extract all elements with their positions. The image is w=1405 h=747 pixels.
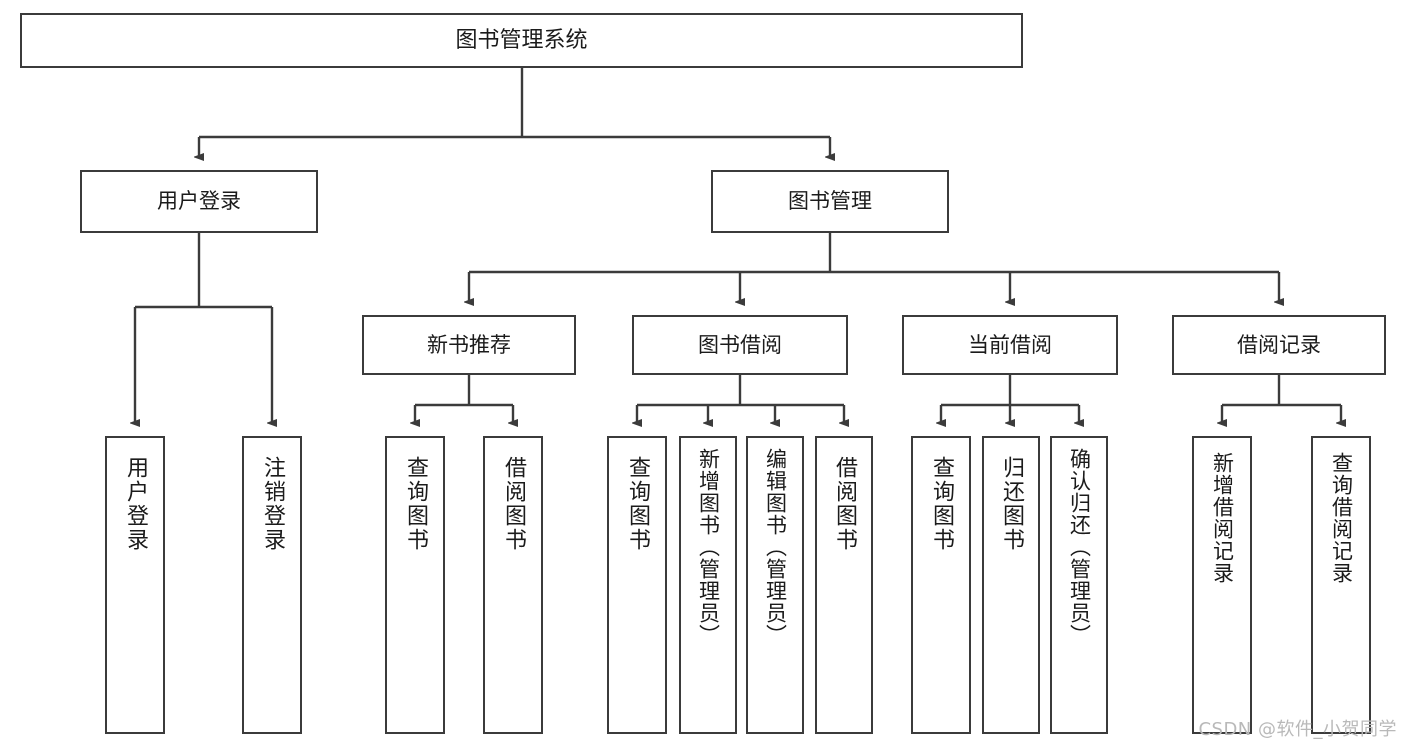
node-label: 查询图书 [625,456,650,552]
node-label: 借阅图书 [501,456,526,552]
node-label: 确认归还（管理员） [1067,448,1092,646]
leaf-book-borrow-4[interactable]: 借阅图书 [815,436,873,734]
leaf-user-login-1[interactable]: 用户登录 [105,436,165,734]
leaf-current-borrow-1[interactable]: 查询图书 [911,436,971,734]
leaf-new-book-1[interactable]: 查询图书 [385,436,445,734]
node-label: 归还图书 [999,456,1024,552]
node-label: 用户登录 [123,456,148,552]
leaf-book-borrow-2[interactable]: 新增图书（管理员） [679,436,737,734]
leaf-current-borrow-3[interactable]: 确认归还（管理员） [1050,436,1108,734]
leaf-new-book-2[interactable]: 借阅图书 [483,436,543,734]
node-user-login[interactable]: 用户登录 [80,170,318,233]
node-system-root[interactable]: 图书管理系统 [20,13,1023,68]
node-label: 注销登录 [260,456,285,552]
node-borrow-record[interactable]: 借阅记录 [1172,315,1386,375]
node-label: 查询图书 [929,456,954,552]
node-label: 用户登录 [157,189,241,214]
node-label: 查询借阅记录 [1329,452,1354,584]
node-label: 借阅记录 [1237,332,1321,357]
leaf-user-login-2[interactable]: 注销登录 [242,436,302,734]
node-book-borrow[interactable]: 图书借阅 [632,315,848,375]
node-label: 当前借阅 [968,332,1052,357]
leaf-book-borrow-3[interactable]: 编辑图书（管理员） [746,436,804,734]
node-label: 借阅图书 [832,456,857,552]
node-label: 查询图书 [403,456,428,552]
node-new-book-recommend[interactable]: 新书推荐 [362,315,576,375]
leaf-book-borrow-1[interactable]: 查询图书 [607,436,667,734]
leaf-current-borrow-2[interactable]: 归还图书 [982,436,1040,734]
leaf-borrow-record-1[interactable]: 新增借阅记录 [1192,436,1252,734]
node-book-management[interactable]: 图书管理 [711,170,949,233]
watermark-text: CSDN @软件_小贺同学 [1198,719,1397,740]
node-current-borrow[interactable]: 当前借阅 [902,315,1118,375]
leaf-borrow-record-2[interactable]: 查询借阅记录 [1311,436,1371,734]
node-label: 图书管理 [788,189,872,214]
node-label: 图书管理系统 [455,27,588,53]
node-label: 编辑图书（管理员） [763,448,788,646]
node-label: 图书借阅 [698,332,782,357]
node-label: 新增借阅记录 [1210,452,1235,584]
node-label: 新增图书（管理员） [696,448,721,646]
node-label: 新书推荐 [427,332,511,357]
